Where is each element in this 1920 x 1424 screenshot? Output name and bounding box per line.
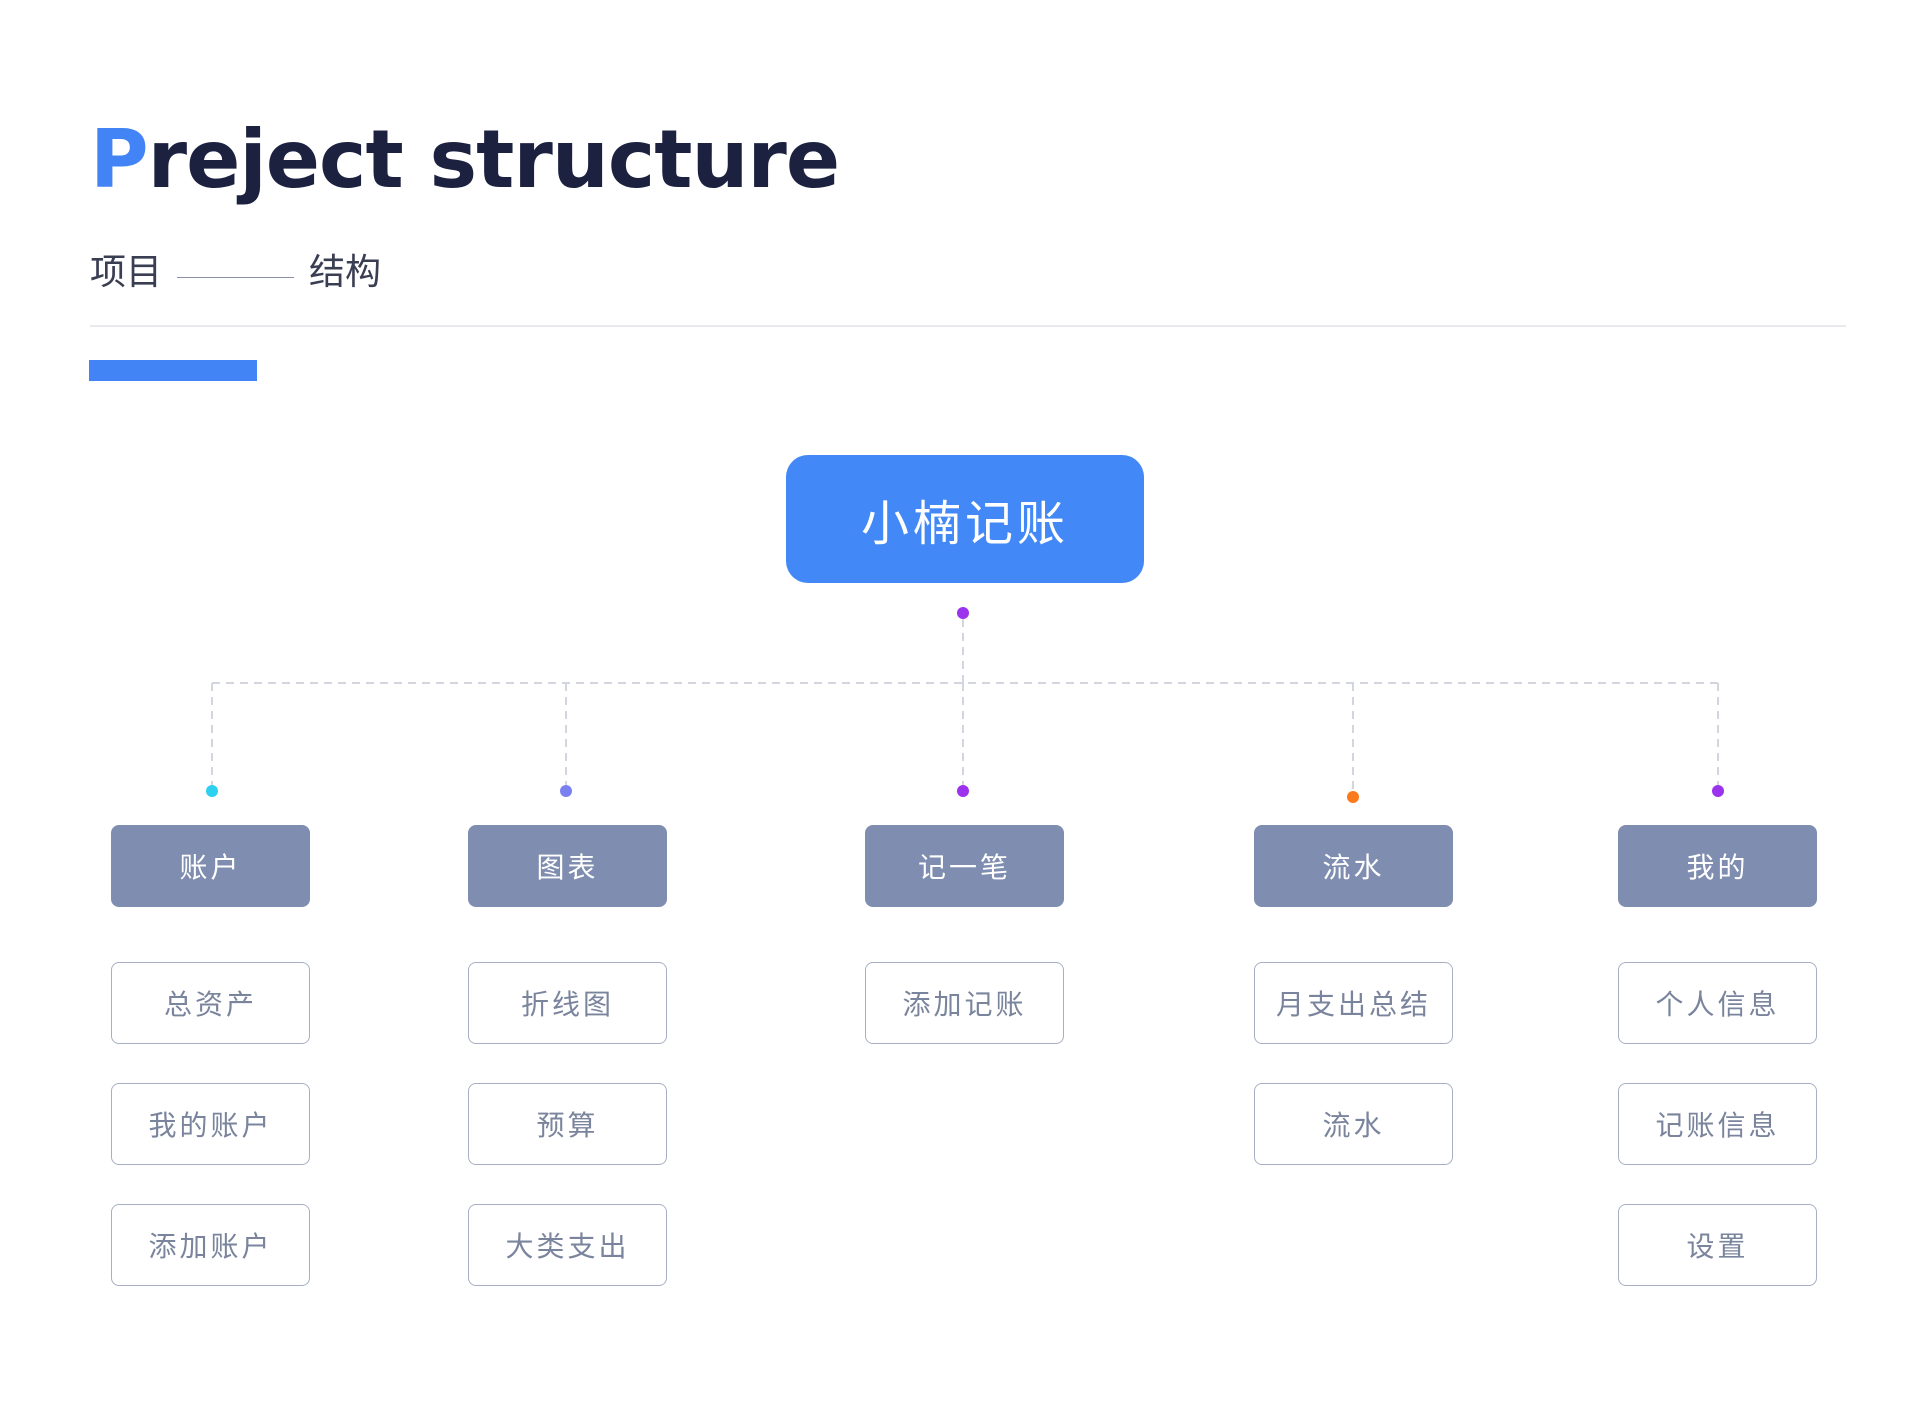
leaf-node: 总资产 — [111, 962, 310, 1044]
root-connector-dot — [957, 607, 969, 619]
subtitle-right: 结构 — [309, 252, 382, 293]
leaf-node: 设置 — [1618, 1204, 1817, 1286]
category-node: 图表 — [468, 825, 667, 907]
leaf-node: 预算 — [468, 1083, 667, 1165]
subtitle-connector-line — [177, 277, 294, 278]
branch-connector-dot — [1347, 791, 1359, 803]
leaf-node: 记账信息 — [1618, 1083, 1817, 1165]
leaf-node: 添加账户 — [111, 1204, 310, 1286]
leaf-node: 我的账户 — [111, 1083, 310, 1165]
category-node: 我的 — [1618, 825, 1817, 907]
leaf-node: 折线图 — [468, 962, 667, 1044]
branch-connector-dot — [560, 785, 572, 797]
leaf-node: 流水 — [1254, 1083, 1453, 1165]
title-accent-letter: P — [90, 113, 149, 206]
root-node: 小楠记账 — [786, 455, 1144, 583]
category-node: 账户 — [111, 825, 310, 907]
title-text: reject structure — [147, 113, 840, 206]
branch-connector-dot — [957, 785, 969, 797]
branch-connector-dot — [206, 785, 218, 797]
leaf-node: 大类支出 — [468, 1204, 667, 1286]
category-node: 流水 — [1254, 825, 1453, 907]
leaf-node: 添加记账 — [865, 962, 1064, 1044]
page-title: Preject structure — [90, 120, 840, 200]
category-node: 记一笔 — [865, 825, 1064, 907]
leaf-node: 月支出总结 — [1254, 962, 1453, 1044]
accent-bar — [89, 360, 257, 381]
header-divider — [90, 325, 1846, 327]
subtitle-left: 项目 — [90, 252, 163, 293]
leaf-node: 个人信息 — [1618, 962, 1817, 1044]
branch-connector-dot — [1712, 785, 1724, 797]
